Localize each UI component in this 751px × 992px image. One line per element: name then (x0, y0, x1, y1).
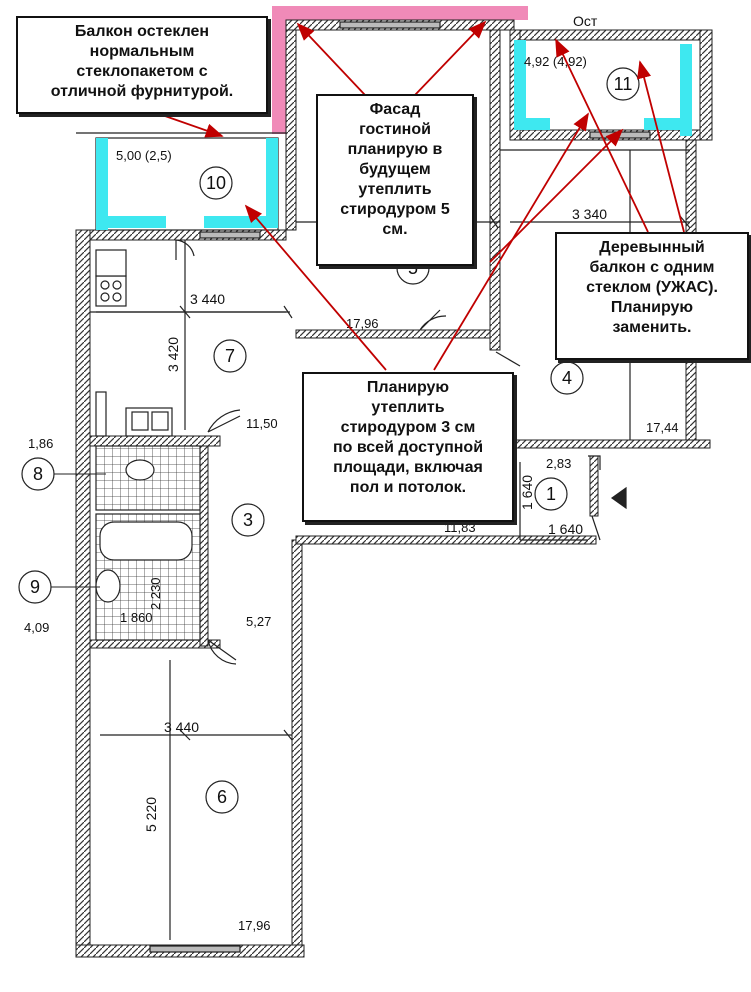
kitchen-fixtures (95, 249, 173, 437)
callout-balcony-glazed-text: Балкон остеклен нормальным стеклопакетом… (50, 23, 234, 100)
annotation-arrows (164, 20, 685, 371)
callout-facade-text: Фасад гостиной планирую в будущем утепли… (340, 101, 450, 238)
callout-insulate: Планирую утеплить стиродуром 3 см по все… (302, 372, 514, 522)
room-1-label: 1 (546, 484, 556, 504)
washbasin-icon (95, 569, 121, 603)
room-7-label: 7 (225, 346, 235, 366)
toilet-icon (125, 459, 155, 481)
bath-width: 1 860 (120, 610, 153, 625)
facade-insulation-marking (272, 6, 528, 134)
callout-wooden-balcony-text: Деревынный балкон с одним стеклом (УЖАС)… (586, 239, 718, 336)
corridor-area: 5,27 (246, 614, 271, 629)
room-1-area: 2,83 (546, 456, 571, 471)
balcony-10-area: 5,00 (2,5) (116, 148, 172, 163)
bathroom-fixtures (95, 391, 201, 641)
wc-area: 1,86 (28, 436, 53, 451)
room-11-label: 11 (614, 74, 633, 94)
bathtub-icon (99, 521, 193, 561)
room-5-label: 5 (408, 258, 418, 278)
ost-label: Ост (573, 13, 598, 29)
room-5-area: 17,96 (346, 316, 379, 331)
room-6-area: 17,96 (238, 918, 271, 933)
room-4-area: 17,44 (646, 420, 679, 435)
bath-height: 2 230 (148, 577, 163, 610)
room-10-label: 10 (206, 173, 226, 193)
room-6-width: 3 440 (164, 719, 199, 735)
room-7-width: 3 440 (190, 291, 225, 307)
room-4-label: 4 (562, 368, 572, 388)
room-7-area: 11,50 (246, 416, 278, 431)
balcony-insulation (96, 40, 692, 230)
bath-area: 4,09 (24, 620, 49, 635)
room-1-width: 1 640 (548, 521, 583, 537)
room-6-label: 6 (217, 787, 227, 807)
stove-icon (95, 275, 127, 307)
callout-facade: Фасад гостиной планирую в будущем утепли… (316, 94, 474, 266)
callout-balcony-glazed: Балкон остеклен нормальным стеклопакетом… (16, 16, 268, 114)
room-4-width: 3 340 (572, 206, 607, 222)
hall-area: 11,83 (444, 520, 476, 535)
room-3-label: 3 (243, 510, 253, 530)
room-6-height: 5 220 (143, 797, 159, 832)
room-9-label: 9 (30, 577, 40, 597)
dimension-labels: Ост 4,92 (4,92) 5,00 (2,5) 3 340 3 440 3… (24, 13, 679, 933)
room-8-label: 8 (33, 464, 43, 484)
callout-insulate-text: Планирую утеплить стиродуром 3 см по все… (332, 379, 484, 496)
room-1-height: 1 640 (519, 475, 535, 510)
callout-wooden-balcony: Деревынный балкон с одним стеклом (УЖАС)… (555, 232, 749, 360)
balcony-11-area: 4,92 (4,92) (524, 54, 587, 69)
room-7-height: 3 420 (165, 337, 181, 372)
